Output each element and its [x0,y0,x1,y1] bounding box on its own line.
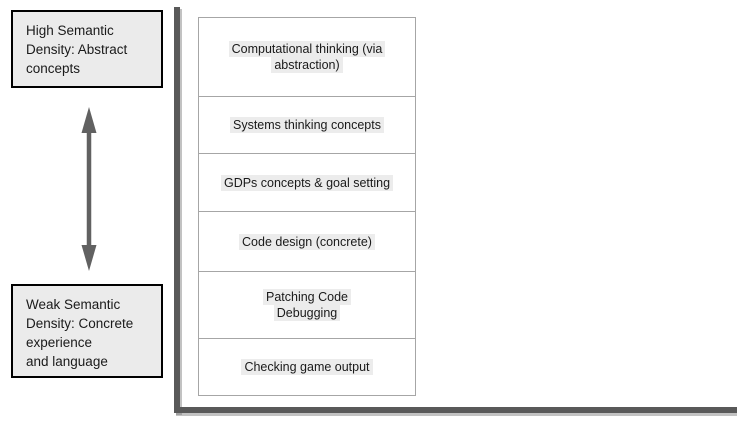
row-label-line: Patching Code [262,289,351,305]
stack-row-code-design: Code design (concrete) [199,212,415,272]
high-semantic-density-box: High Semantic Density: Abstract concepts [11,10,163,88]
box-text-line: experience [26,335,93,350]
row-label-line: Computational thinking (via [228,41,386,57]
row-label-line: abstraction) [271,57,343,73]
row-label-line: GDPs concepts & goal setting [220,174,394,191]
stack-row-gdps-concepts: GDPs concepts & goal setting [199,154,415,212]
weak-semantic-density-box: Weak Semantic Density: Concrete experien… [11,284,163,378]
row-label-line: Systems thinking concepts [230,117,384,133]
stack-row-systems-thinking: Systems thinking concepts [199,97,415,154]
axis-horizontal-line [174,407,737,413]
box-text-line: Density: Abstract [26,42,128,57]
box-text-line: and language [26,354,108,369]
row-label-line: Checking game output [241,359,373,375]
double-headed-arrow-icon [81,107,97,271]
concept-stack: Computational thinking (via abstraction)… [198,17,416,396]
row-label-line: Code design (concrete) [239,233,375,250]
box-text-line: High Semantic [26,23,114,38]
stack-row-computational-thinking: Computational thinking (via abstraction) [199,18,415,97]
box-text-line: Weak Semantic [26,297,121,312]
box-text-line: concepts [26,61,81,76]
axis-vertical-line [174,7,180,413]
box-text-line: Density: Concrete [26,316,134,331]
row-label-line: Debugging [273,305,341,321]
stack-row-patching-debugging: Patching Code Debugging [199,272,415,339]
stack-row-checking-output: Checking game output [199,339,415,395]
